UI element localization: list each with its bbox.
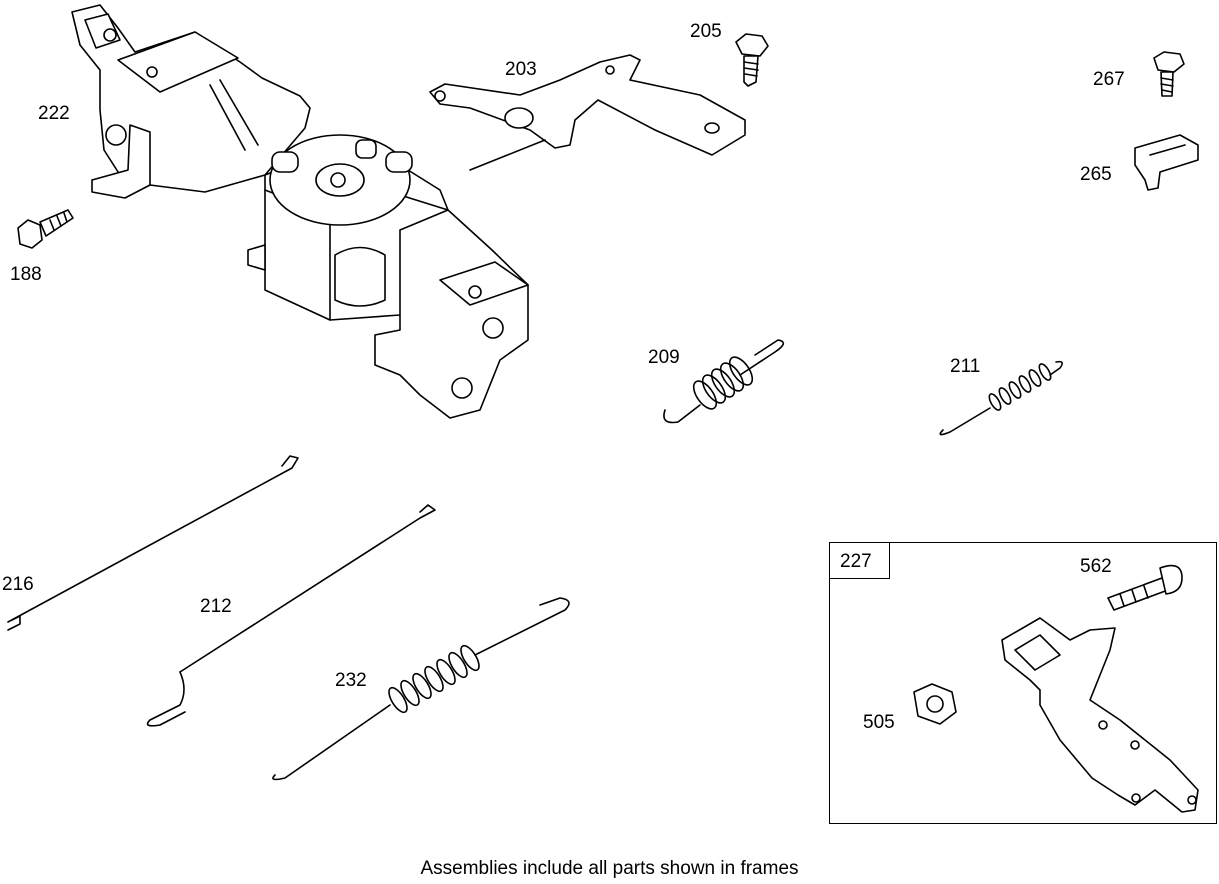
callout-232: 232	[335, 670, 367, 691]
callout-227: 227	[840, 551, 872, 572]
assembly-frame-tag: 227	[829, 542, 890, 579]
part-227-lever-assembly	[1001, 617, 1199, 813]
part-267-screw	[1153, 51, 1185, 97]
part-188-bolt	[17, 209, 74, 249]
part-212-rod	[146, 504, 436, 727]
part-505-nut	[913, 683, 957, 725]
part-205-screw	[735, 33, 769, 87]
part-222-bracket-assembly	[71, 4, 529, 419]
part-265-clip	[1134, 134, 1199, 191]
part-216-rod	[7, 455, 299, 631]
footer-note: Assemblies include all parts shown in fr…	[420, 858, 799, 879]
callout-188: 188	[10, 264, 42, 285]
callout-209: 209	[648, 347, 680, 368]
callout-265: 265	[1080, 164, 1112, 185]
callout-267: 267	[1093, 69, 1125, 90]
part-209-spring	[663, 339, 785, 424]
part-211-spring	[939, 360, 1064, 436]
callout-203: 203	[505, 59, 537, 80]
part-203-lever	[429, 54, 746, 171]
callout-205: 205	[690, 21, 722, 42]
part-562-bolt	[1107, 564, 1183, 611]
callout-211: 211	[950, 356, 981, 377]
part-232-spring	[272, 597, 570, 781]
callout-562: 562	[1080, 556, 1112, 577]
assembly-frame	[829, 542, 1217, 824]
callout-505: 505	[863, 712, 895, 733]
callout-212: 212	[200, 596, 232, 617]
callout-222: 222	[38, 103, 70, 124]
callout-216: 216	[2, 574, 34, 595]
